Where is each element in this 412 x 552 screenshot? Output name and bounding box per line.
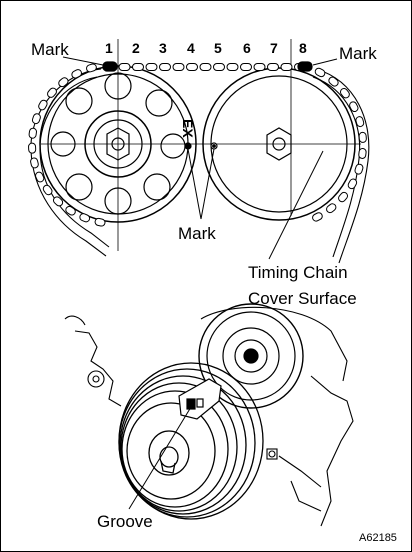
leader-lines bbox=[62, 56, 338, 260]
chain-link bbox=[358, 131, 367, 143]
chain-link bbox=[326, 203, 337, 214]
chain-link bbox=[30, 157, 39, 169]
chain-link bbox=[94, 217, 106, 227]
mark-label-bottom: Mark bbox=[178, 224, 216, 243]
chain-link bbox=[85, 63, 97, 73]
chain-link bbox=[71, 69, 83, 79]
chain-link bbox=[52, 196, 64, 207]
chain-link bbox=[347, 178, 358, 190]
chain-link bbox=[349, 101, 359, 113]
chain-link bbox=[328, 76, 339, 87]
link-number-7: 7 bbox=[270, 40, 278, 56]
mark-label-right: Mark bbox=[339, 44, 377, 63]
chain-link bbox=[213, 63, 225, 71]
chain-link bbox=[132, 63, 144, 71]
link-number-2: 2 bbox=[132, 40, 140, 56]
chain-link bbox=[38, 99, 48, 111]
chain-link bbox=[118, 63, 131, 71]
chain-link bbox=[31, 113, 41, 125]
timing-chain-label-line2: Cover Surface bbox=[248, 289, 357, 308]
chain-link bbox=[312, 212, 323, 222]
chain-link bbox=[145, 63, 158, 71]
engine-block-outline bbox=[64, 306, 354, 527]
link-number-4: 4 bbox=[187, 40, 195, 56]
chain-link bbox=[240, 63, 252, 71]
link-number-3: 3 bbox=[159, 40, 167, 56]
link-number-5: 5 bbox=[214, 40, 222, 56]
ex-label: EX bbox=[180, 119, 196, 138]
chain-link bbox=[65, 205, 76, 216]
chain-link bbox=[339, 87, 350, 99]
groove-label: Groove bbox=[97, 512, 153, 531]
crankshaft-pulley bbox=[118, 362, 264, 520]
chain-link bbox=[226, 63, 239, 71]
mark-label-left: Mark bbox=[31, 40, 69, 59]
chain-link bbox=[199, 63, 212, 71]
chain-link bbox=[338, 191, 349, 203]
chain-link bbox=[172, 63, 185, 71]
chain-link bbox=[314, 67, 326, 78]
chain-link bbox=[159, 63, 171, 71]
chain-link bbox=[35, 171, 45, 183]
chain-link bbox=[28, 142, 37, 154]
idler-pulley bbox=[198, 303, 304, 409]
timing-pointer-bracket bbox=[178, 378, 222, 420]
timing-chain-label-line1: Timing Chain bbox=[248, 263, 348, 282]
chain-link bbox=[79, 213, 91, 223]
chain-link bbox=[47, 87, 57, 98]
chain-link bbox=[354, 163, 364, 175]
figure-code: A62185 bbox=[359, 532, 397, 544]
chain-link bbox=[280, 63, 293, 71]
link-number-8: 8 bbox=[299, 40, 307, 56]
chain-link bbox=[267, 63, 279, 71]
chain-link bbox=[355, 116, 365, 128]
chain-link bbox=[42, 184, 53, 196]
timing-marks bbox=[102, 61, 313, 150]
groove-leader bbox=[128, 406, 192, 510]
chain-link bbox=[28, 127, 37, 139]
chain-link bbox=[253, 63, 266, 71]
chain-link bbox=[58, 77, 69, 88]
chain-link bbox=[358, 147, 367, 159]
chain-link bbox=[186, 63, 198, 71]
link-number-1: 1 bbox=[105, 40, 113, 56]
link-number-6: 6 bbox=[243, 40, 251, 56]
